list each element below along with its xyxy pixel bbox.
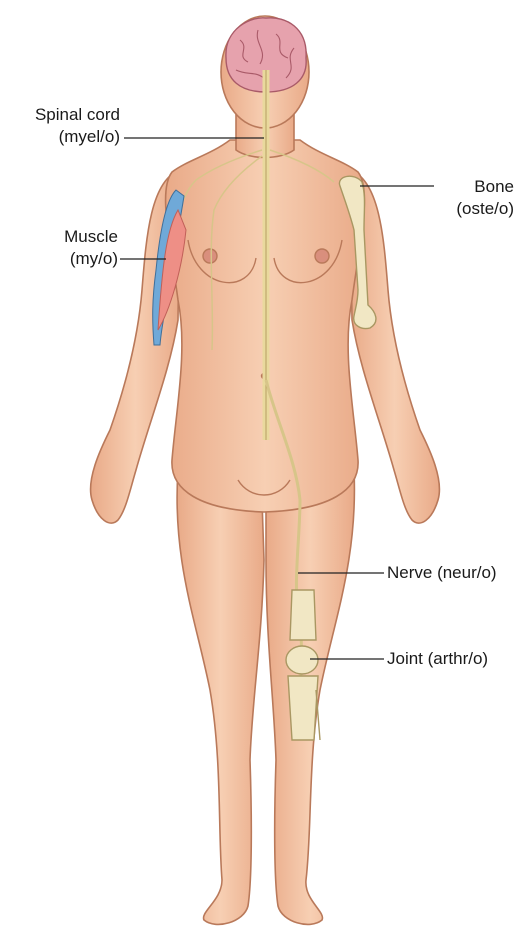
- label-spinal-cord-root: (myel/o): [6, 126, 120, 148]
- label-bone-name: Bone: [420, 176, 514, 198]
- label-spinal-cord-name: Spinal cord: [6, 104, 120, 126]
- label-spinal-cord: Spinal cord (myel/o): [6, 104, 120, 148]
- label-muscle-root: (my/o): [20, 248, 118, 270]
- label-bone-root: (oste/o): [420, 198, 514, 220]
- label-muscle-name: Muscle: [20, 226, 118, 248]
- label-nerve: Nerve (neur/o): [387, 562, 523, 584]
- joint-knee: [286, 590, 320, 740]
- label-joint-text: Joint (arthr/o): [387, 648, 521, 670]
- label-joint: Joint (arthr/o): [387, 648, 521, 670]
- label-nerve-text: Nerve (neur/o): [387, 562, 523, 584]
- label-muscle: Muscle (my/o): [20, 226, 118, 270]
- label-bone: Bone (oste/o): [420, 176, 514, 220]
- left-leg: [177, 470, 264, 924]
